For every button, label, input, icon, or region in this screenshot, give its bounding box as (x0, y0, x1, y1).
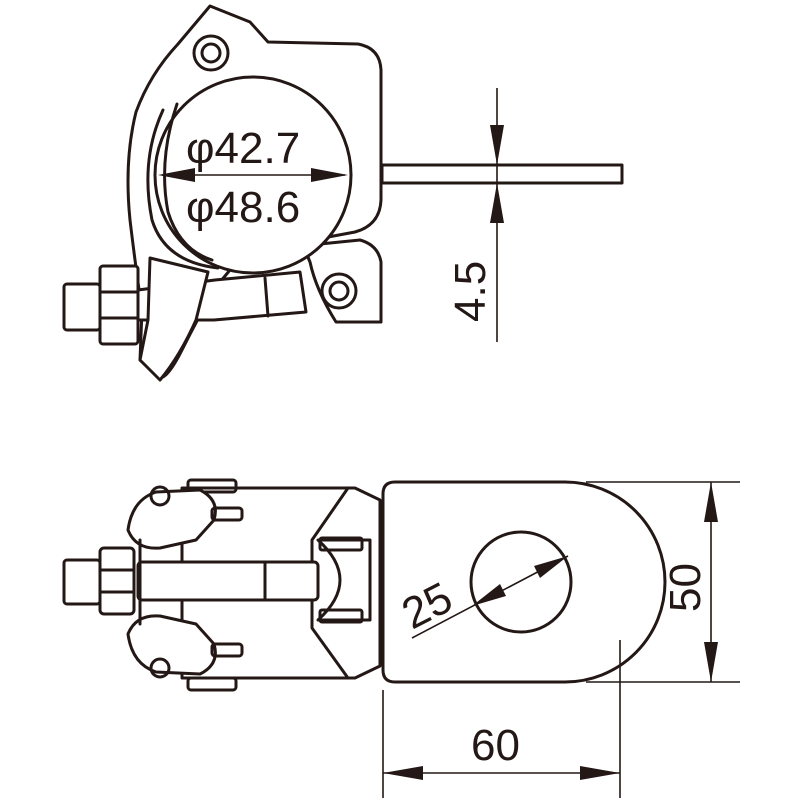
top-bolt-end (62, 558, 102, 606)
thickness-arrow-top (490, 125, 504, 165)
clamp-jaw (146, 108, 220, 270)
top-jaw-right (316, 538, 372, 622)
bottom-hinge-pin-inner (328, 280, 350, 302)
bottom-hinge-pin (320, 272, 358, 310)
bolt-nut (98, 264, 140, 346)
thickness-arrow-bottom (490, 183, 504, 223)
plate-outline (381, 480, 667, 684)
thickness-label: 4.5 (446, 261, 495, 322)
top-bolt-shaft (136, 560, 320, 602)
top-claw-upper (126, 488, 217, 550)
top-hinge-pin-inner (200, 42, 222, 64)
bore-large-label: φ48.6 (186, 183, 300, 232)
length-label: 60 (471, 721, 520, 770)
bore-small-label: φ42.7 (186, 124, 300, 173)
plate-hole (469, 530, 573, 634)
top-hinge-pin (192, 34, 230, 72)
width-label: 50 (661, 563, 710, 612)
side-plate (380, 163, 624, 185)
top-bolt-nut (98, 546, 136, 616)
bolt-end (62, 282, 102, 332)
side-view: 4.5 φ42.7 φ48.6 (62, 4, 624, 382)
top-claw-lower (126, 614, 217, 676)
top-view: 25 50 60 (62, 478, 740, 798)
clamp-lever (138, 256, 210, 382)
clamp-jaw-inner (163, 102, 214, 262)
